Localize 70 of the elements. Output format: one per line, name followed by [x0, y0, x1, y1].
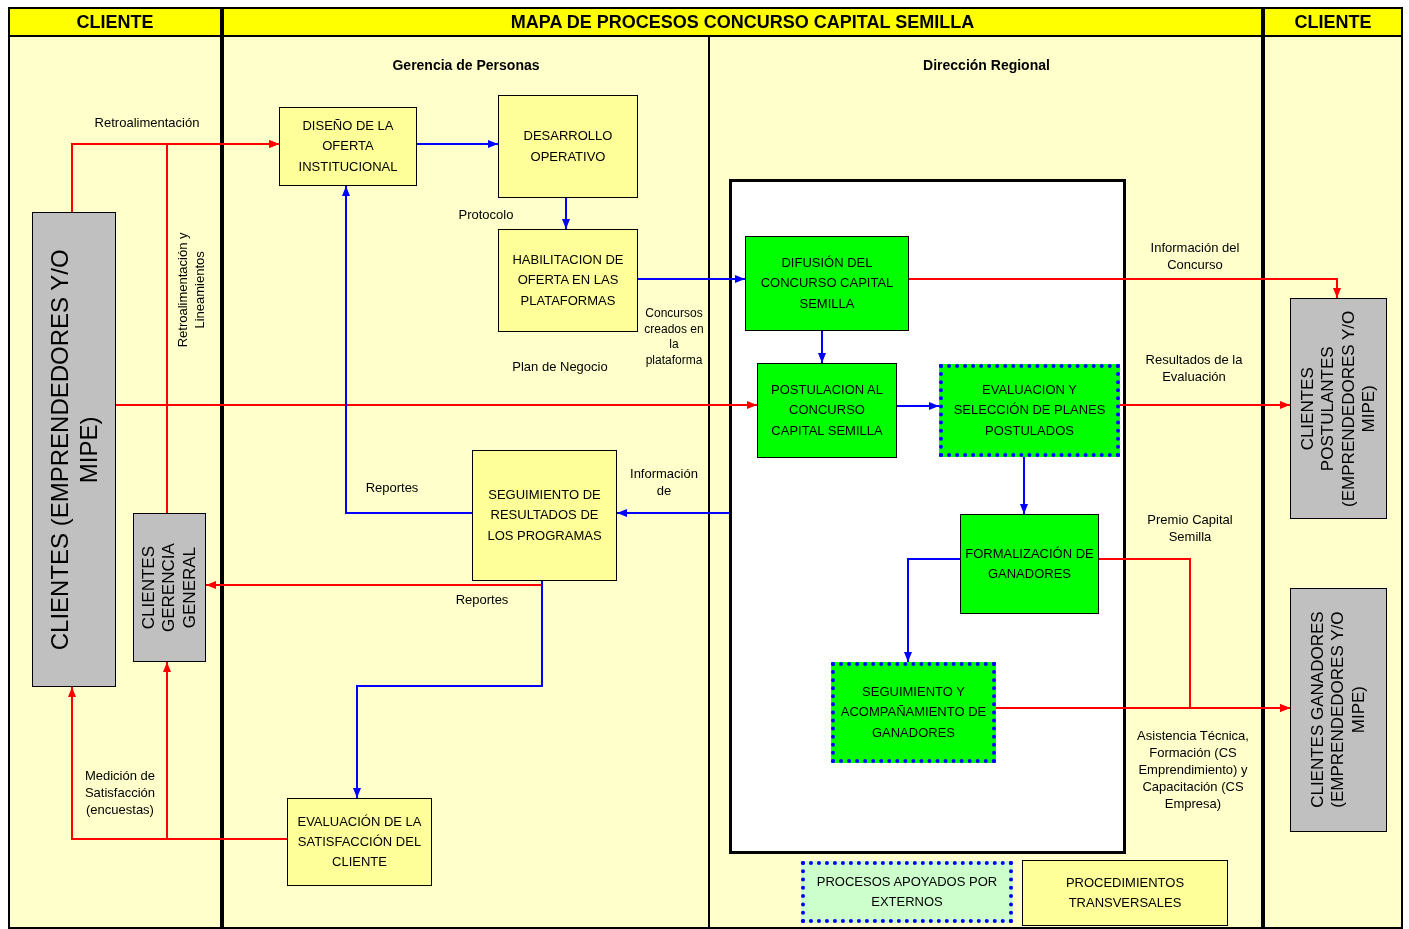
- swimlane: [222, 7, 1263, 929]
- edge-label: Información del Concurso: [1149, 240, 1241, 274]
- edge-label: Resultados de la Evaluación: [1144, 352, 1244, 386]
- edge-label: Asistencia Técnica, Formación (CS Emprendimiento) y Capacitación (CS Empresa): [1136, 728, 1250, 813]
- arrow: [342, 185, 473, 514]
- lane-heading: Gerencia de Personas: [391, 57, 541, 73]
- box-label: CLIENTES GANADORES (EMPRENDEDORES Y/O MIPE): [1307, 610, 1369, 811]
- arrow: [416, 140, 499, 148]
- process-box: [498, 229, 638, 332]
- arrow: [896, 402, 940, 410]
- edge-label: Reportes: [454, 592, 510, 609]
- client-box: [1290, 298, 1387, 519]
- lane-header: CLIENTE: [10, 9, 220, 37]
- box-label: FORMALIZACIÓN DE GANADORES: [964, 544, 1095, 583]
- process-box: [287, 798, 432, 886]
- edge-label: Reportes: [364, 480, 420, 497]
- arrow: [637, 275, 746, 283]
- box-label: DISEÑO DE LA OFERTA INSTITUCIONAL: [297, 117, 399, 176]
- process-box: [498, 95, 638, 198]
- lane-heading: Dirección Regional: [922, 57, 1051, 73]
- client-box: [133, 513, 206, 662]
- process-box: [1022, 860, 1228, 926]
- edge-label: Retroalimentación: [93, 115, 201, 132]
- process-box: [960, 514, 1099, 614]
- arrow: [995, 704, 1291, 712]
- lane-header: CLIENTE: [1265, 9, 1401, 37]
- box-label: POSTULACION AL CONCURSO CAPITAL SEMILLA: [770, 381, 884, 440]
- arrow: [1119, 401, 1291, 409]
- arrow: [166, 140, 280, 514]
- box-label: EVALUACIÓN DE LA SATISFACCIÓN DEL CLIENTE: [296, 812, 423, 872]
- process-box: [757, 363, 897, 458]
- box-label: DESARROLLO OPERATIVO: [522, 127, 614, 166]
- box-label: CLIENTES POSTULANTES (EMPRENDEDORES Y/O MIPE): [1297, 309, 1379, 509]
- process-box: [279, 107, 417, 186]
- arrow: [205, 580, 543, 589]
- process-box: [745, 236, 909, 331]
- swimlane: [8, 7, 222, 929]
- swimlane: [1263, 7, 1403, 929]
- edge-label: Información de: [629, 466, 699, 500]
- edge-label: Retroalimentación y Lineamientos: [175, 231, 208, 350]
- edge-label: Plan de Negocio: [511, 359, 609, 376]
- box-label: CLIENTES (EMPRENDEDORES Y/O MIPE): [45, 248, 103, 652]
- client-box: [32, 212, 116, 687]
- box-label: SEGUIMIENTO DE RESULTADOS DE LOS PROGRAMAS: [486, 486, 603, 545]
- arrow: [1020, 456, 1028, 515]
- arrow: [115, 401, 758, 409]
- edge-label: Concursos creados en la plataforma: [643, 306, 705, 369]
- edge-label: Medición de Satisfacción (encuestas): [83, 768, 157, 819]
- container-box: [729, 179, 1126, 854]
- box-label: HABILITACION DE OFERTA EN LAS PLATAFORMAS: [511, 251, 625, 310]
- box-label: CLIENTES GERENCIA GENERAL: [138, 542, 200, 634]
- process-box: [831, 662, 996, 763]
- box-label: PROCEDIMIENTOS TRANSVERSALES: [1064, 873, 1186, 912]
- arrow: [904, 558, 961, 663]
- box-label: DIFUSIÓN DEL CONCURSO CAPITAL SEMILLA: [759, 254, 895, 313]
- process-box: [939, 364, 1120, 457]
- box-label: SEGUIMIENTO Y ACOMPAÑAMIENTO DE GANADORES: [839, 683, 988, 742]
- edge-label: Premio Capital Semilla: [1146, 512, 1234, 546]
- lane-header: MAPA DE PROCESOS CONCURSO CAPITAL SEMILLA: [224, 9, 1261, 37]
- arrow: [562, 197, 570, 230]
- box-label: PROCESOS APOYADOS POR EXTERNOS: [815, 872, 999, 911]
- arrow: [616, 509, 730, 517]
- arrow: [818, 330, 826, 364]
- process-box: [801, 861, 1013, 923]
- arrow: [908, 278, 1341, 299]
- client-box: [1290, 588, 1387, 832]
- process-box: [472, 450, 617, 581]
- arrow: [353, 580, 543, 799]
- box-label: EVALUACION Y SELECCIÓN DE PLANES POSTULADOS: [952, 381, 1107, 440]
- edge-label: Protocolo: [457, 207, 515, 224]
